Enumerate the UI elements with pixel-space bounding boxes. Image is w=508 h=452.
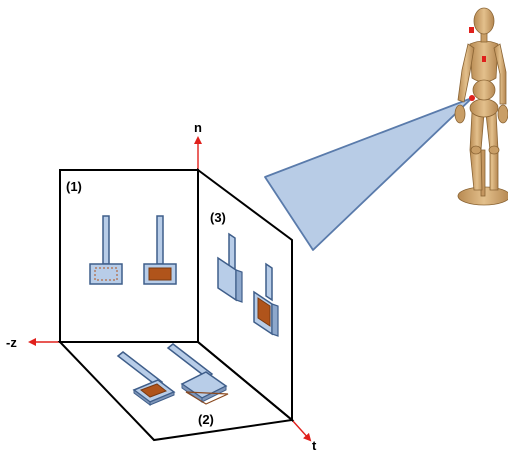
- side-wall-holder-empty: [217, 232, 243, 303]
- mannequin-figure-icon: [454, 7, 508, 206]
- back-wall-holder-empty: [89, 215, 123, 285]
- axis-group: n -z t: [6, 120, 317, 452]
- floor-plane: [57, 341, 295, 442]
- side-wall-holder-sample: [253, 262, 279, 337]
- n-axis-label: n: [194, 120, 202, 135]
- neg-z-axis-label: -z: [6, 335, 17, 350]
- t-axis-label: t: [312, 438, 317, 452]
- floor-holder-sample: [116, 351, 176, 406]
- back-wall-holder-sample: [143, 215, 177, 285]
- back-wall-plane: [59, 169, 199, 343]
- floor-label: (2): [198, 412, 214, 427]
- back-wall-label: (1): [66, 179, 82, 194]
- floor-holder-empty: [166, 343, 229, 405]
- side-wall-label: (3): [210, 210, 226, 225]
- viewing-cone: [264, 97, 473, 251]
- t-axis-arrow: [291, 419, 312, 442]
- wireframe-planes: [57, 168, 295, 442]
